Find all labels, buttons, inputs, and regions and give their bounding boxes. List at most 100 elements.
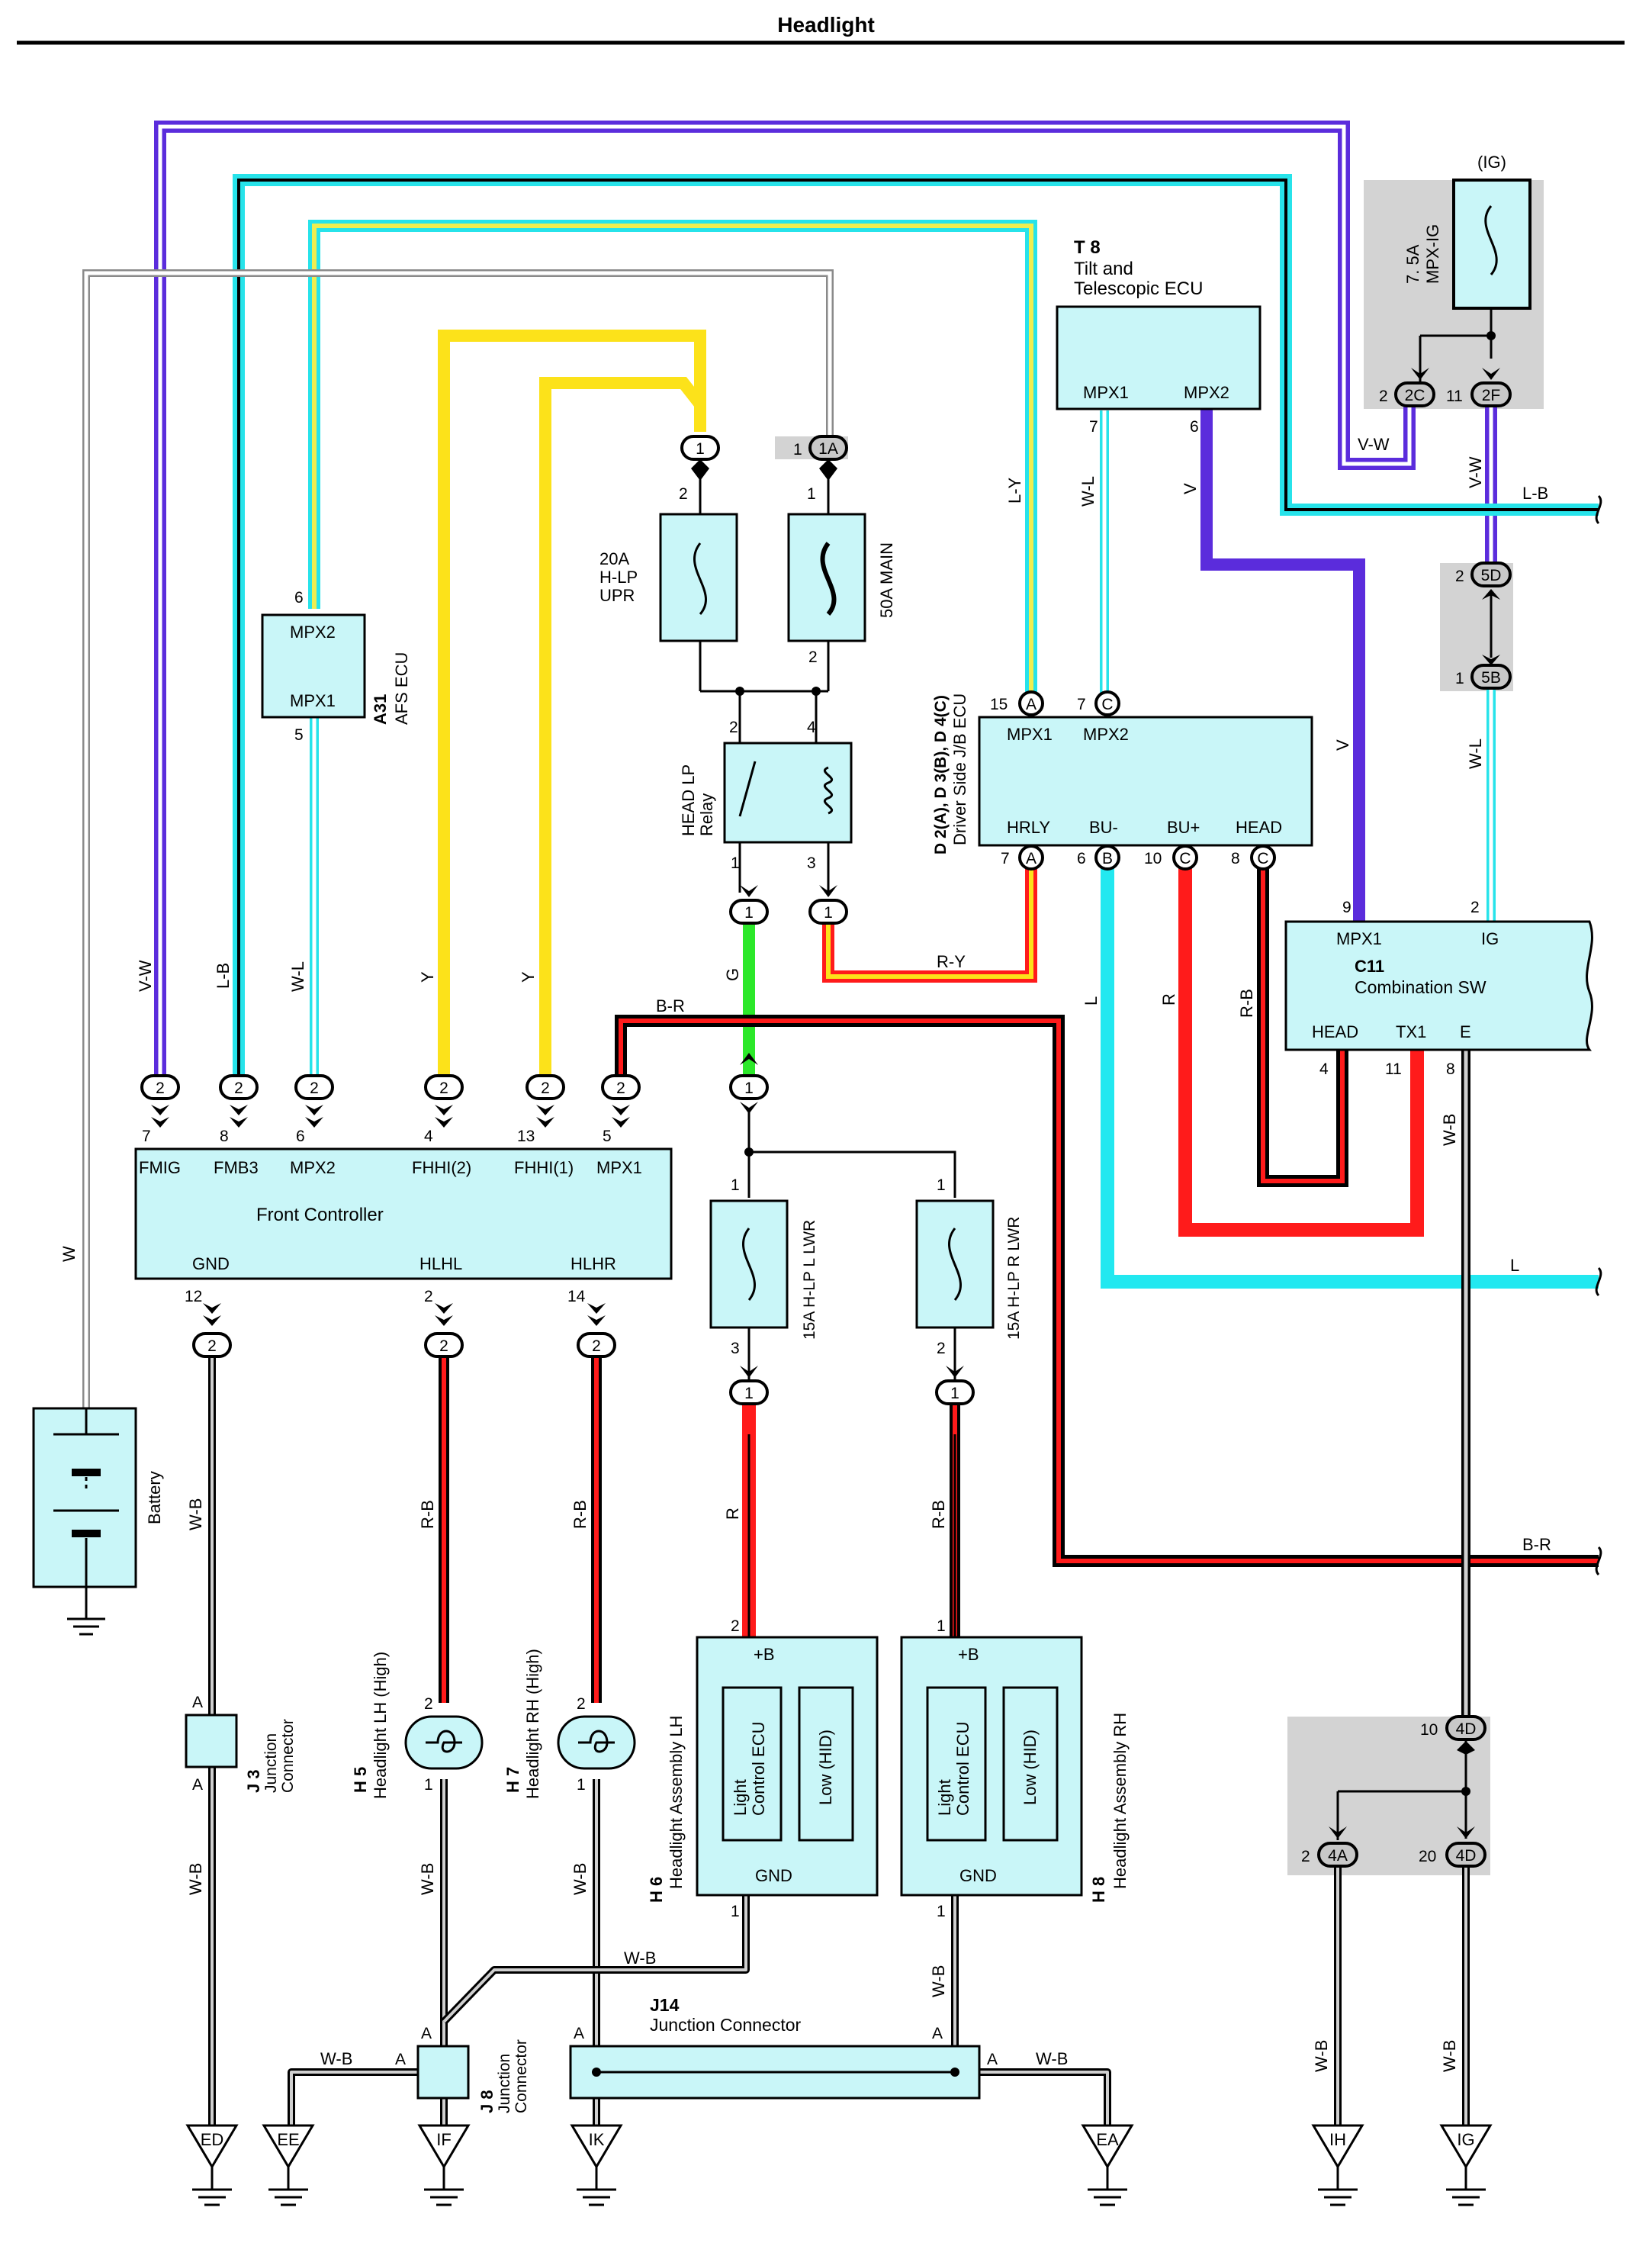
pin-number: 2 xyxy=(1470,899,1480,916)
pin-number: 1 xyxy=(577,1776,586,1794)
h8-ecu2: Control ECU xyxy=(953,1722,972,1816)
j3-name2: Connector xyxy=(279,1719,297,1793)
h8-low: Low (HID) xyxy=(1020,1730,1040,1805)
conn-label: C xyxy=(1101,696,1113,713)
fuse-50a-name: 50A MAIN xyxy=(877,542,896,618)
relay-coil xyxy=(823,766,834,815)
wire-l-b xyxy=(233,174,1599,1091)
pin-number: 9 xyxy=(1342,899,1351,916)
h6-ecu1: Light xyxy=(731,1779,750,1816)
pin-number: 7 xyxy=(1077,696,1086,713)
ig-fuse-header: (IG) xyxy=(1477,153,1506,172)
pin-number: 2 xyxy=(1379,388,1388,405)
conn-label: 2 xyxy=(156,1080,165,1097)
wire-w xyxy=(82,269,834,1408)
c11-pin-tx1: TX1 xyxy=(1396,1022,1426,1041)
pin-number: 2 xyxy=(424,1288,433,1305)
wire-label: W-B xyxy=(1440,1114,1459,1146)
conn-2f xyxy=(1470,381,1512,407)
pin-number: 20 xyxy=(1419,1848,1436,1865)
ig-fuse-sub: MPX-IG xyxy=(1423,224,1442,284)
pin-number: 1 xyxy=(807,485,816,503)
pin-number: 3 xyxy=(731,1340,740,1357)
pin-number: 8 xyxy=(220,1128,229,1145)
ground-label: ED xyxy=(201,2130,224,2149)
ground-label: EE xyxy=(277,2130,299,2149)
wire-label: B-R xyxy=(1522,1535,1551,1554)
wire-label: V-W xyxy=(136,960,155,992)
fc-pin-fmig: FMIG xyxy=(139,1158,181,1177)
pin-number: 1 xyxy=(937,1903,946,1920)
wire-label: V-W xyxy=(1466,456,1485,488)
wire-label: L-B xyxy=(1522,484,1548,503)
relay-box xyxy=(723,742,853,844)
wire-label: V xyxy=(1333,739,1352,751)
ground-ea: EA xyxy=(1081,2124,1134,2206)
h7-id: H 7 xyxy=(503,1767,522,1793)
wire-r-y xyxy=(822,868,1037,983)
h8-box xyxy=(900,1636,1083,1897)
fuse-15a-r-element xyxy=(948,1228,962,1301)
conn-label: 1 xyxy=(744,1080,754,1097)
a31-name: AFS ECU xyxy=(392,652,411,725)
h6-gnd: GND xyxy=(755,1866,792,1885)
conn-label: 2 xyxy=(439,1080,448,1097)
wire-label: W-B xyxy=(186,1498,205,1530)
wire-label: R-B xyxy=(1237,989,1256,1018)
pin-number: 10 xyxy=(1420,1721,1438,1739)
wire-label: V-W xyxy=(1358,435,1390,454)
fc-pin-hlhr: HLHR xyxy=(570,1254,616,1273)
h7-filament xyxy=(578,1730,615,1753)
wire-label: W-B xyxy=(624,1949,656,1968)
conn-label: 2 xyxy=(592,1337,601,1355)
wire-label: W-B xyxy=(320,2049,352,2068)
pin-number: 11 xyxy=(1385,1060,1402,1078)
j3-id: J 3 xyxy=(244,1769,263,1793)
conn-label: 2C xyxy=(1405,387,1425,404)
conn-label: 2 xyxy=(207,1337,217,1355)
conn-label: 2 xyxy=(541,1080,550,1097)
pin-number: 12 xyxy=(185,1288,202,1305)
wire-label: W xyxy=(59,1246,79,1262)
conn-2-fmb3 xyxy=(219,1074,259,1100)
pin-number: 4 xyxy=(424,1128,433,1145)
jb-ecu-box xyxy=(978,716,1313,847)
conn-label: 1 xyxy=(824,904,833,922)
pin-number: 6 xyxy=(296,1128,305,1145)
conn-label: C xyxy=(1179,850,1191,867)
pin-number: 1 xyxy=(731,854,740,872)
h5-id: H 5 xyxy=(351,1767,370,1793)
pin-number: 3 xyxy=(807,854,816,872)
h8-gnd: GND xyxy=(959,1866,997,1885)
wire-continuation-marks xyxy=(1595,494,1602,1576)
pin-number: 15 xyxy=(990,696,1008,713)
fuse-15a-r-name: 15A H-LP R LWR xyxy=(1005,1217,1023,1340)
ground-label: IF xyxy=(436,2130,452,2149)
h8-pin-b: +B xyxy=(958,1645,979,1664)
c11-box xyxy=(1284,920,1593,1051)
connector-arrows xyxy=(151,368,1500,1839)
pin-number: 1 xyxy=(793,441,802,459)
ground-label: IG xyxy=(1457,2130,1474,2149)
t8-pin-mpx1: MPX1 xyxy=(1083,383,1129,402)
ig-fuse-element xyxy=(1484,205,1498,275)
conn-c-head xyxy=(1250,845,1276,870)
h5-name: Headlight LH (High) xyxy=(371,1652,390,1799)
jb-ecu-pin-mpx2: MPX2 xyxy=(1083,725,1129,744)
h6-id: H 6 xyxy=(647,1877,666,1903)
front-controller-box xyxy=(134,1147,673,1280)
wire-label: R-B xyxy=(929,1500,948,1529)
page-title: Headlight xyxy=(777,13,875,37)
j8-box xyxy=(416,2045,470,2100)
conn-4d-bottom xyxy=(1445,1842,1486,1868)
conn-2-mpx2 xyxy=(294,1074,334,1100)
battery-box xyxy=(32,1407,137,1588)
pin-numbers: 1 2 1 2 2 11 7 6 6 5 15 7 7 6 10 8 2 4 1… xyxy=(142,388,1480,2068)
wire-label: V xyxy=(1181,483,1200,494)
j14-id: J14 xyxy=(650,1995,680,2015)
conn-label: 1A xyxy=(818,440,838,458)
conn-label: 1 xyxy=(744,1385,754,1402)
h6-low-box xyxy=(798,1686,854,1842)
fuse-20a-element xyxy=(693,542,707,615)
jb-ecu-id: D 2(A), D 3(B), D 4(C) xyxy=(932,695,950,854)
